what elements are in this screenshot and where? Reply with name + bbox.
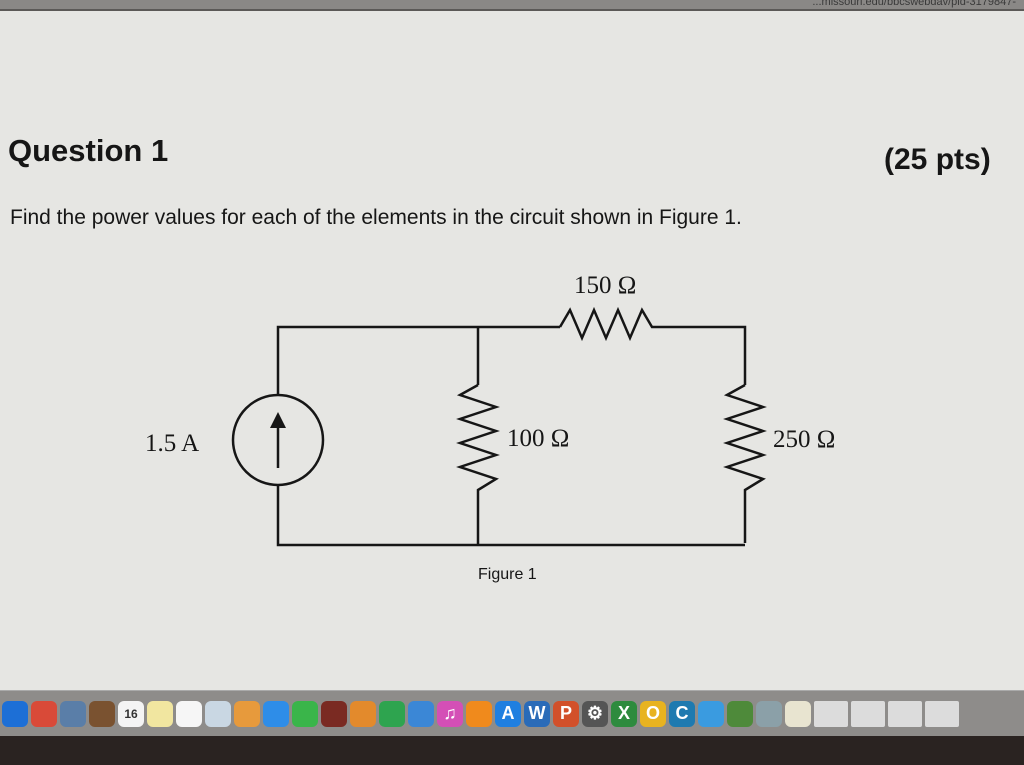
reminders-icon[interactable]	[176, 700, 202, 727]
photo-booth-icon[interactable]	[321, 700, 347, 727]
chrome-icon[interactable]	[31, 700, 57, 727]
figure-caption: Figure 1	[478, 566, 537, 583]
itunes-icon[interactable]: ♫	[437, 700, 463, 727]
c-app-icon[interactable]: C	[669, 700, 695, 727]
keynote-icon[interactable]	[408, 700, 434, 727]
screen-bezel	[0, 736, 1024, 765]
word-icon[interactable]: W	[524, 700, 550, 727]
question-text: Find the power values for each of the el…	[10, 206, 742, 229]
excel-icon[interactable]: X	[611, 700, 637, 727]
wire-left-top	[276, 325, 560, 395]
current-source	[231, 393, 325, 487]
resistor-100	[456, 383, 500, 545]
notes-icon[interactable]	[147, 700, 173, 727]
browser-url-bar[interactable]: ...missouri.edu/bbcswebdav/pid-3179847-	[0, 0, 1024, 11]
safari-icon[interactable]	[2, 700, 28, 727]
numbers-icon[interactable]	[379, 700, 405, 727]
label-r250: 250 Ω	[773, 426, 835, 453]
label-r100: 100 Ω	[507, 425, 569, 452]
pages-icon[interactable]	[350, 700, 376, 727]
contacts-icon[interactable]	[205, 700, 231, 727]
wire-bottom	[276, 485, 745, 547]
label-r150: 150 Ω	[574, 272, 636, 299]
outlook-icon[interactable]: O	[640, 700, 666, 727]
minimized-window[interactable]	[851, 700, 885, 727]
notebook-icon[interactable]	[89, 700, 115, 727]
calendar-icon[interactable]: 16	[118, 700, 144, 727]
utility-icon[interactable]	[756, 700, 782, 727]
minimized-window[interactable]	[814, 700, 848, 727]
lync-icon[interactable]	[698, 700, 724, 727]
label-source: 1.5 A	[145, 430, 199, 457]
minimized-window[interactable]	[888, 700, 922, 727]
system-preferences-icon[interactable]: ⚙	[582, 700, 608, 727]
question-points: (25 pts)	[884, 143, 991, 176]
facetime-icon[interactable]	[292, 700, 318, 727]
resistor-150	[558, 306, 747, 385]
python-icon[interactable]	[785, 700, 811, 727]
network-icon[interactable]	[727, 700, 753, 727]
powerpoint-icon[interactable]: P	[553, 700, 579, 727]
app-store-icon[interactable]: A	[495, 700, 521, 727]
resistor-250	[723, 383, 767, 543]
preview-icon[interactable]	[60, 700, 86, 727]
photos-icon[interactable]	[234, 700, 260, 727]
minimized-window[interactable]	[925, 700, 959, 727]
url-text: ...missouri.edu/bbcswebdav/pid-3179847-	[812, 0, 1016, 8]
arrow-head	[270, 412, 286, 428]
ibooks-icon[interactable]	[466, 700, 492, 727]
messages-icon[interactable]	[263, 700, 289, 727]
question-title: Question 1	[8, 133, 169, 168]
